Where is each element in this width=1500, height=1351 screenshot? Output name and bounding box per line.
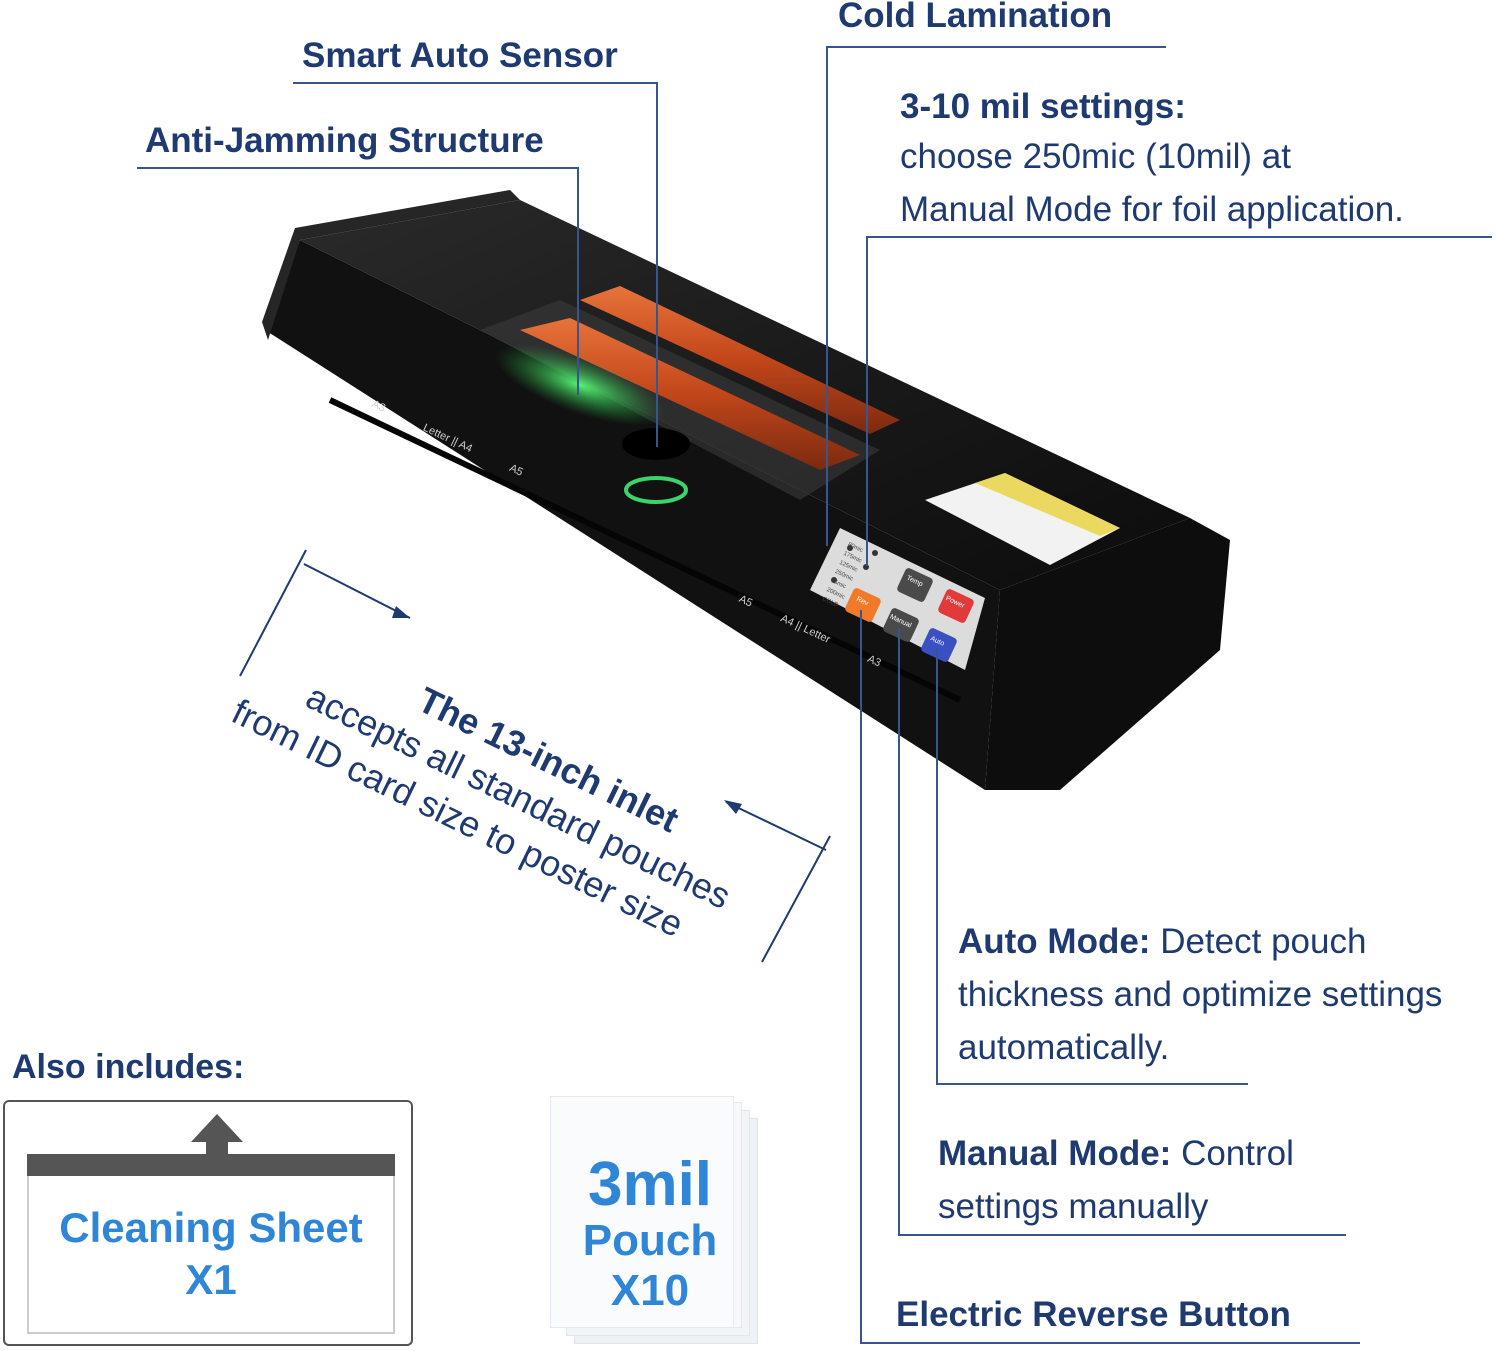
arrow-up-icon bbox=[191, 1114, 243, 1142]
cold-lamination-heading: Cold Lamination bbox=[838, 0, 1113, 35]
auto-mode-text: automatically. bbox=[958, 1028, 1170, 1067]
sensor-led bbox=[624, 476, 688, 504]
device-left-cap bbox=[262, 190, 520, 340]
arrow-up-icon-stem bbox=[206, 1140, 228, 1156]
auto-mode-text: thickness and optimize settings bbox=[958, 975, 1443, 1014]
mil-settings-title: 3-10 mil settings: bbox=[900, 87, 1186, 126]
leader-anti-top bbox=[137, 167, 579, 169]
leader-cold-top bbox=[826, 46, 1166, 48]
warning-label bbox=[925, 473, 1120, 565]
roller-upper bbox=[580, 286, 900, 434]
indicator-dot bbox=[872, 550, 878, 556]
leader-auto-bottom bbox=[936, 1083, 1248, 1085]
pouch-stack: 3mil Pouch X10 bbox=[548, 1096, 760, 1346]
manual-button bbox=[883, 608, 919, 642]
also-includes-heading: Also includes: bbox=[12, 1048, 245, 1086]
leader-mil-vert bbox=[866, 236, 868, 566]
leader-reverse-vert bbox=[860, 610, 862, 1344]
mil-settings-block: 3-10 mil settings: choose 250mic (10mil)… bbox=[900, 84, 1500, 236]
leader-cold-vert bbox=[826, 46, 828, 546]
power-button bbox=[938, 589, 974, 623]
auto-mode-title: Auto Mode: bbox=[958, 922, 1151, 961]
cleaning-sheet-label: Cleaning Sheet X1 bbox=[27, 1202, 395, 1306]
smart-sensor-heading: Smart Auto Sensor bbox=[302, 36, 618, 75]
roller-lower bbox=[520, 318, 860, 470]
pouch-thickness: 3mil bbox=[587, 1150, 713, 1219]
device-right-cap bbox=[985, 518, 1230, 790]
manual-mode-block: Manual Mode: Control settings manually bbox=[938, 1127, 1458, 1233]
pouch-name: Pouch bbox=[582, 1216, 718, 1265]
pouch-sheet bbox=[550, 1096, 734, 1328]
leader-anti-vert bbox=[577, 167, 579, 395]
auto-mode-text: Detect pouch bbox=[1160, 922, 1367, 961]
cleaning-sheet-bar bbox=[27, 1154, 395, 1176]
cleaning-sheet-qty: X1 bbox=[185, 1256, 237, 1303]
leader-reverse-bottom bbox=[860, 1342, 1360, 1344]
indicator-dot bbox=[847, 545, 853, 551]
manual-mode-title: Manual Mode: bbox=[938, 1134, 1172, 1173]
warning-label-stripe bbox=[975, 473, 1120, 536]
leader-sensor-top bbox=[293, 82, 658, 84]
cleaning-sheet-card: Cleaning Sheet X1 bbox=[3, 1100, 413, 1346]
reverse-button-heading: Electric Reverse Button bbox=[896, 1295, 1291, 1334]
rev-button bbox=[845, 588, 881, 622]
feed-slot bbox=[328, 397, 962, 703]
mil-settings-line2: Manual Mode for foil application. bbox=[900, 190, 1404, 229]
temp-button bbox=[897, 568, 933, 602]
auto-mode-block: Auto Mode: Detect pouch thickness and op… bbox=[958, 915, 1498, 1074]
cleaning-sheet-name: Cleaning Sheet bbox=[59, 1204, 363, 1251]
sensor-glow bbox=[494, 344, 666, 426]
auto-button bbox=[921, 628, 957, 662]
manual-mode-text: settings manually bbox=[938, 1187, 1209, 1226]
mil-settings-line1: choose 250mic (10mil) at bbox=[900, 137, 1291, 176]
leader-auto-vert bbox=[936, 648, 938, 1085]
manual-mode-text: Control bbox=[1181, 1134, 1294, 1173]
leader-manual-vert bbox=[898, 628, 900, 1236]
leader-mil-top bbox=[866, 236, 1492, 238]
anti-jamming-heading: Anti-Jamming Structure bbox=[145, 121, 544, 160]
device-front-face bbox=[265, 240, 1000, 790]
pouch-label: 3mil Pouch X10 bbox=[548, 1154, 752, 1316]
cleaning-sheet-box bbox=[27, 1176, 395, 1334]
leader-sensor-vert bbox=[656, 82, 658, 447]
leader-manual-bottom bbox=[898, 1234, 1346, 1236]
pouch-qty: X10 bbox=[610, 1266, 690, 1315]
indicator-dot bbox=[831, 577, 837, 583]
